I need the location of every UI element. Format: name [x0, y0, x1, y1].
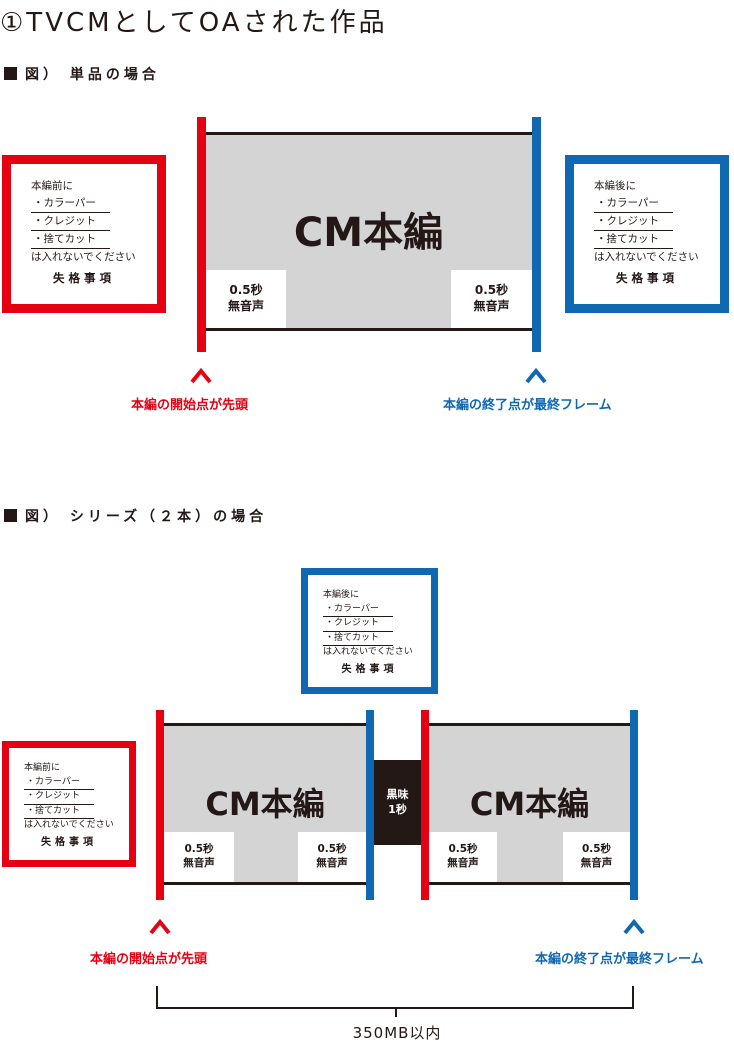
note-before-single: 本編前に ・カラーパー ・クレジット ・捨てカット は入れないでください 失格事…	[2, 155, 166, 313]
section-heading-series: 図） シリーズ（２本）の場合	[4, 506, 267, 526]
note-after-series: 本編後に ・カラーパー ・クレジット ・捨てカット は入れないでください 失格事…	[301, 568, 438, 694]
note-attention: 失格事項	[53, 271, 115, 285]
timeline-top-line	[205, 132, 533, 135]
silence-box: 0.5秒 無音声	[563, 832, 630, 882]
cm-main-label: CM本編	[469, 785, 590, 823]
silence-box: 0.5秒 無音声	[298, 832, 366, 882]
section-heading-series-text: 図） シリーズ（２本）の場合	[25, 509, 268, 525]
start-marker-bar	[156, 710, 164, 900]
square-icon	[4, 509, 17, 522]
square-icon	[4, 67, 17, 80]
cm-main-label: CM本編	[205, 785, 325, 823]
note-item: ・クレジット	[31, 213, 110, 231]
note-attention: 失格事項	[341, 663, 398, 675]
silence-text: 無音声	[447, 857, 479, 869]
silence-text: 無音声	[183, 857, 215, 869]
note-intro: 本編後に	[323, 590, 360, 600]
note-item: ・捨てカット	[24, 805, 95, 819]
silence-text: 無音声	[473, 299, 510, 313]
note-outro: は入れないでください	[24, 820, 114, 830]
silence-duration: 0.5秒	[448, 843, 478, 856]
note-outro: は入れないでください	[323, 647, 413, 657]
silence-text: 無音声	[227, 299, 264, 313]
file-size-label: 350MB以内	[352, 1024, 442, 1042]
silence-box: 0.5秒 無音声	[429, 832, 497, 882]
note-intro: 本編前に	[31, 180, 73, 192]
end-point-label: 本編の終了点が最終フレーム	[443, 398, 612, 413]
note-outro: は入れないでください	[31, 251, 136, 263]
end-marker-bar	[532, 117, 541, 352]
note-item: ・カラーパー	[594, 195, 673, 213]
start-marker-bar	[197, 117, 206, 352]
silence-duration: 0.5秒	[317, 843, 347, 856]
caret-up-icon	[190, 367, 212, 384]
page-title: ①TVCMとしてOAされた作品	[0, 8, 388, 38]
start-point-label: 本編の開始点が先頭	[131, 398, 249, 413]
note-item: ・捨てカット	[594, 231, 673, 249]
silence-duration: 0.5秒	[229, 283, 263, 298]
black-frame-text: 黒味	[386, 787, 409, 801]
timeline-bottom-line	[164, 882, 367, 885]
note-item: ・クレジット	[323, 617, 394, 632]
caret-up-icon	[149, 918, 171, 935]
start-point-label: 本編の開始点が先頭	[90, 952, 208, 967]
note-item: ・捨てカット	[323, 632, 394, 646]
caret-up-icon	[525, 367, 547, 384]
note-item: ・捨てカット	[31, 231, 110, 249]
note-after-single: 本編後に ・カラーパー ・クレジット ・捨てカット は入れないでください 失格事…	[565, 155, 729, 313]
timeline-bottom-line	[429, 882, 631, 885]
note-item: ・クレジット	[24, 790, 95, 805]
note-attention: 失格事項	[616, 271, 678, 285]
timeline-top-line	[164, 723, 367, 726]
silence-duration: 0.5秒	[474, 283, 509, 298]
caret-up-icon	[623, 918, 645, 935]
silence-box-left: 0.5秒 無音声	[206, 270, 286, 328]
silence-text: 無音声	[580, 857, 613, 869]
silence-box-right: 0.5秒 無音声	[451, 270, 532, 328]
timeline-top-line	[429, 723, 631, 726]
start-marker-bar-2	[421, 710, 429, 900]
note-outro: は入れないでください	[594, 251, 699, 263]
note-item: ・カラーパー	[323, 603, 393, 617]
note-item: ・クレジット	[594, 213, 673, 231]
cm-main-label: CM本編	[293, 210, 444, 256]
note-before-series: 本編前に ・カラーパー ・クレジット ・捨てカット は入れないでください 失格事…	[2, 741, 136, 867]
silence-text: 無音声	[316, 857, 348, 869]
silence-box: 0.5秒 無音声	[164, 832, 234, 882]
note-attention: 失格事項	[41, 836, 97, 848]
end-point-label: 本編の終了点が最終フレーム	[535, 952, 704, 967]
silence-duration: 0.5秒	[184, 843, 214, 856]
note-intro: 本編後に	[594, 180, 636, 192]
size-bracket	[156, 986, 634, 1017]
timeline-bottom-line	[205, 328, 533, 331]
note-item: ・カラーパー	[24, 776, 94, 790]
note-intro: 本編前に	[24, 763, 61, 773]
end-marker-bar-1	[366, 710, 374, 900]
black-frame-duration: 1秒	[388, 802, 407, 816]
note-item: ・カラーパー	[31, 195, 110, 213]
black-frame-box: 黒味 1秒	[374, 760, 421, 845]
silence-duration: 0.5秒	[581, 843, 612, 856]
section-heading-single-text: 図） 単品の場合	[25, 67, 160, 83]
end-marker-bar	[630, 710, 638, 900]
section-heading-single: 図） 単品の場合	[4, 64, 160, 84]
